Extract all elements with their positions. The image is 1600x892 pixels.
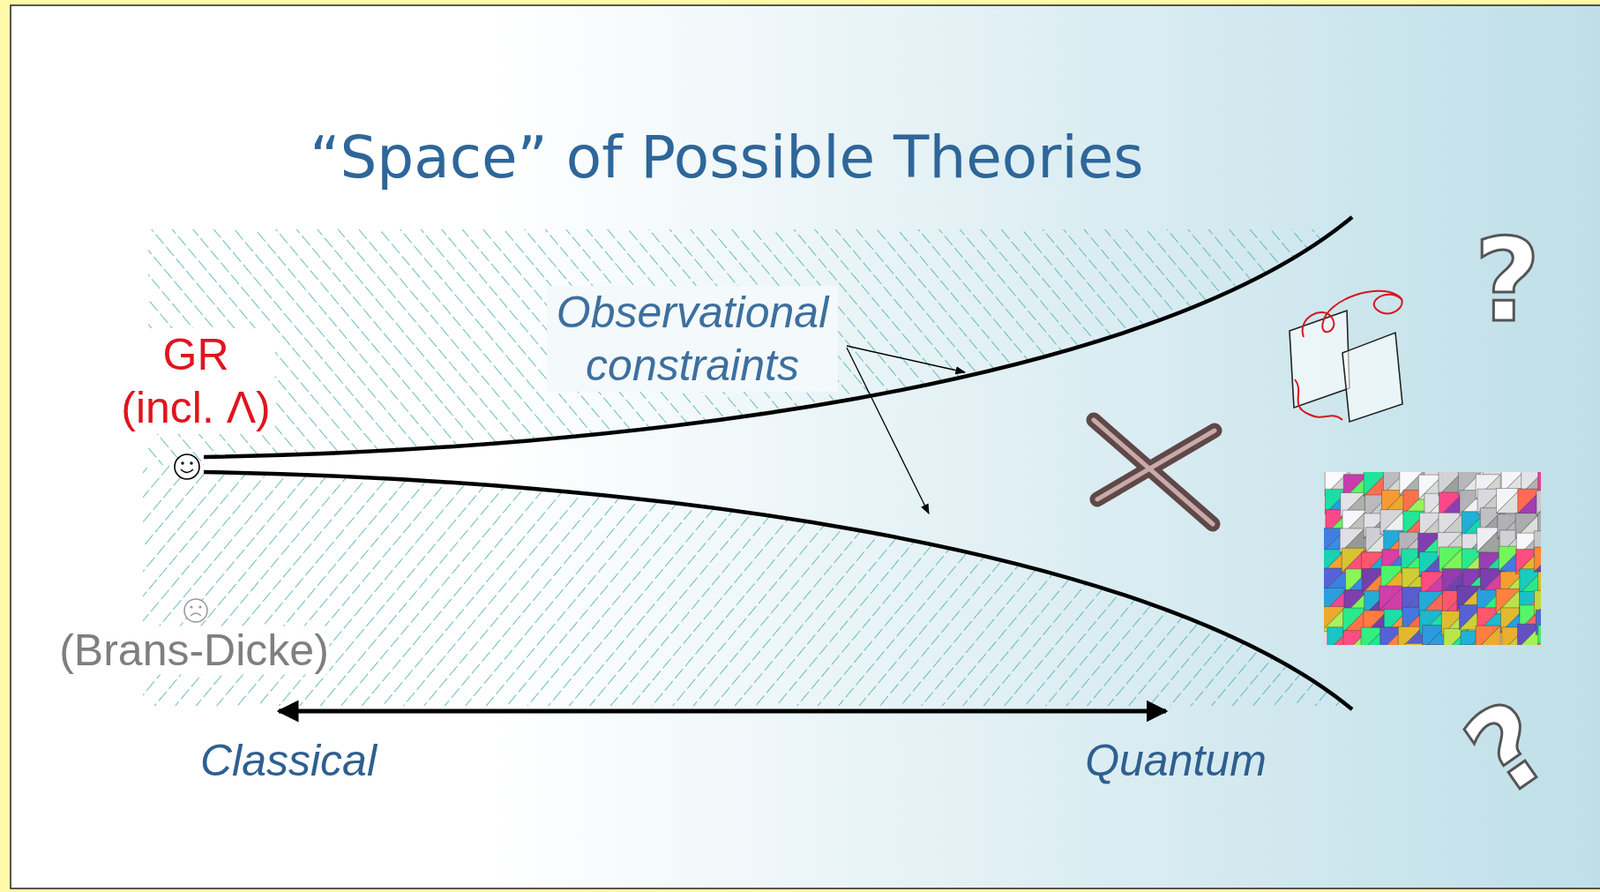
theory-label: GR (incl. Λ)	[116, 328, 276, 434]
foam-cell	[1534, 546, 1541, 572]
foam-cell	[1537, 642, 1541, 645]
theory-label: (Brans-Dicke)	[59, 626, 329, 675]
foam-cell	[1475, 625, 1501, 645]
foam-cell	[1496, 488, 1522, 514]
foam-cell	[1379, 585, 1405, 611]
foam-cell	[1536, 490, 1541, 516]
foam-cell	[1537, 642, 1541, 645]
foam-cell	[1538, 471, 1541, 494]
string-x-icon	[1093, 419, 1215, 524]
axis-label: Classical	[200, 733, 377, 787]
constraint-curve	[203, 216, 1353, 457]
foam-cell	[1538, 471, 1541, 494]
foam-cell	[1534, 546, 1541, 572]
axis-label: Quantum	[1084, 733, 1267, 787]
annotation: Observational constraints	[546, 285, 838, 392]
foam-cell	[1536, 490, 1541, 516]
foam-cell	[1538, 624, 1541, 645]
scale-arrow	[278, 709, 1167, 714]
foam-cell	[1379, 585, 1405, 611]
foam-cell	[1439, 546, 1465, 572]
leader-arrow	[846, 345, 965, 373]
frowning-face	[184, 598, 208, 622]
slide-panel	[10, 5, 1600, 889]
foam-cell	[1519, 568, 1541, 594]
foam-cell	[1538, 624, 1541, 645]
leader-arrow	[846, 347, 929, 514]
foam-image	[1323, 471, 1541, 645]
smiley-face	[174, 454, 200, 479]
foam-cell	[1398, 626, 1423, 645]
foam-cell	[1519, 568, 1541, 594]
constraint-curve	[203, 471, 1353, 710]
foam-cell	[1475, 625, 1501, 645]
slide-title: “Space” of Possible Theories	[309, 122, 1144, 193]
question-mark: ?	[1473, 211, 1541, 350]
brane-icon	[1289, 291, 1403, 422]
allowed-region	[203, 216, 1353, 710]
foam-cell	[1496, 488, 1522, 514]
foam-cell	[1439, 546, 1465, 572]
foam-cell	[1398, 626, 1423, 645]
